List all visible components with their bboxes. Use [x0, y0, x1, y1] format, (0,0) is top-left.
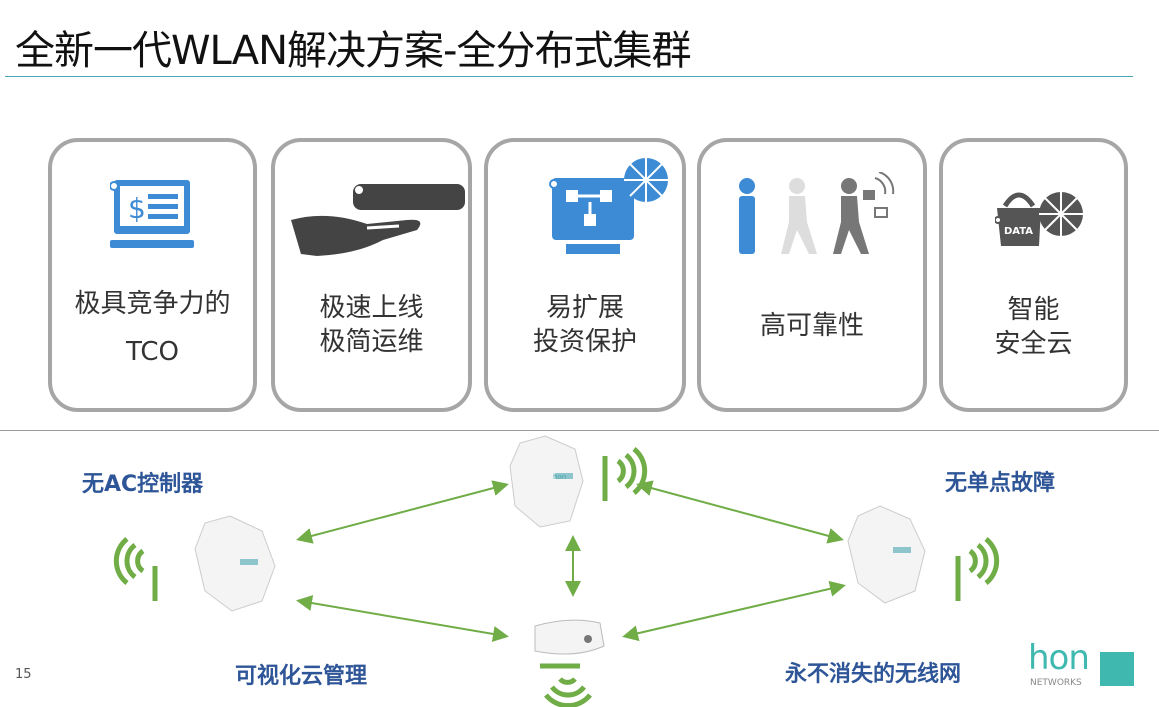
- logo-mark-icon: [1100, 652, 1134, 686]
- wifi-signal-icons: [113, 447, 1000, 707]
- label-no-spof: 无单点故障: [945, 471, 1056, 496]
- card-tco: $ 极具竞争力的 TCO: [48, 138, 257, 412]
- distributed-cluster-diagram: hon: [113, 435, 1000, 707]
- ap-brand: hon: [553, 473, 566, 481]
- card-label: 安全云: [994, 329, 1073, 359]
- access-point-right: [847, 505, 926, 604]
- card-security-cloud: DATA 智能 安全云: [939, 138, 1128, 412]
- walking-people-icon: [739, 172, 895, 254]
- hon-networks-logo: hon NETWORKS: [1028, 638, 1138, 694]
- svg-text:DATA: DATA: [1004, 226, 1033, 237]
- access-point-top: [509, 435, 584, 528]
- card-label: 易扩展: [545, 293, 624, 323]
- card-label: 极简运维: [319, 327, 424, 357]
- label-always-on: 永不消失的无线网: [785, 662, 962, 687]
- card-label: 高可靠性: [759, 311, 864, 341]
- page-number: 15: [15, 667, 32, 682]
- title-divider: [5, 76, 1133, 77]
- card-scalable: 易扩展 投资保护: [484, 138, 686, 412]
- logo-subtext: NETWORKS: [1030, 678, 1082, 688]
- gateway-router: [534, 619, 605, 655]
- connection-arrows: [296, 480, 846, 642]
- label-no-ac: 无AC控制器: [82, 472, 204, 497]
- monitor-network-icon: [549, 158, 668, 254]
- logo-text: hon: [1028, 638, 1090, 678]
- card-label: TCO: [126, 337, 179, 367]
- svg-text:$: $: [128, 192, 146, 225]
- card-label: 极速上线: [319, 293, 424, 323]
- slide-title: 全新一代WLAN解决方案-全分布式集群: [15, 28, 691, 74]
- card-reliability: 高可靠性: [697, 138, 927, 412]
- card-label: 投资保护: [532, 327, 637, 357]
- card-label: 智能: [1007, 295, 1060, 325]
- section-divider: [0, 430, 1159, 431]
- access-point-left: [194, 515, 276, 612]
- monitor-dollar-icon: $: [110, 180, 194, 248]
- card-label: 极具竞争力的: [74, 289, 231, 319]
- data-bag-icon: DATA: [995, 192, 1083, 246]
- hand-device-icon: [291, 184, 465, 256]
- card-fast-deploy: 极速上线 极简运维: [271, 138, 472, 412]
- label-cloud-mgmt: 可视化云管理: [235, 664, 368, 689]
